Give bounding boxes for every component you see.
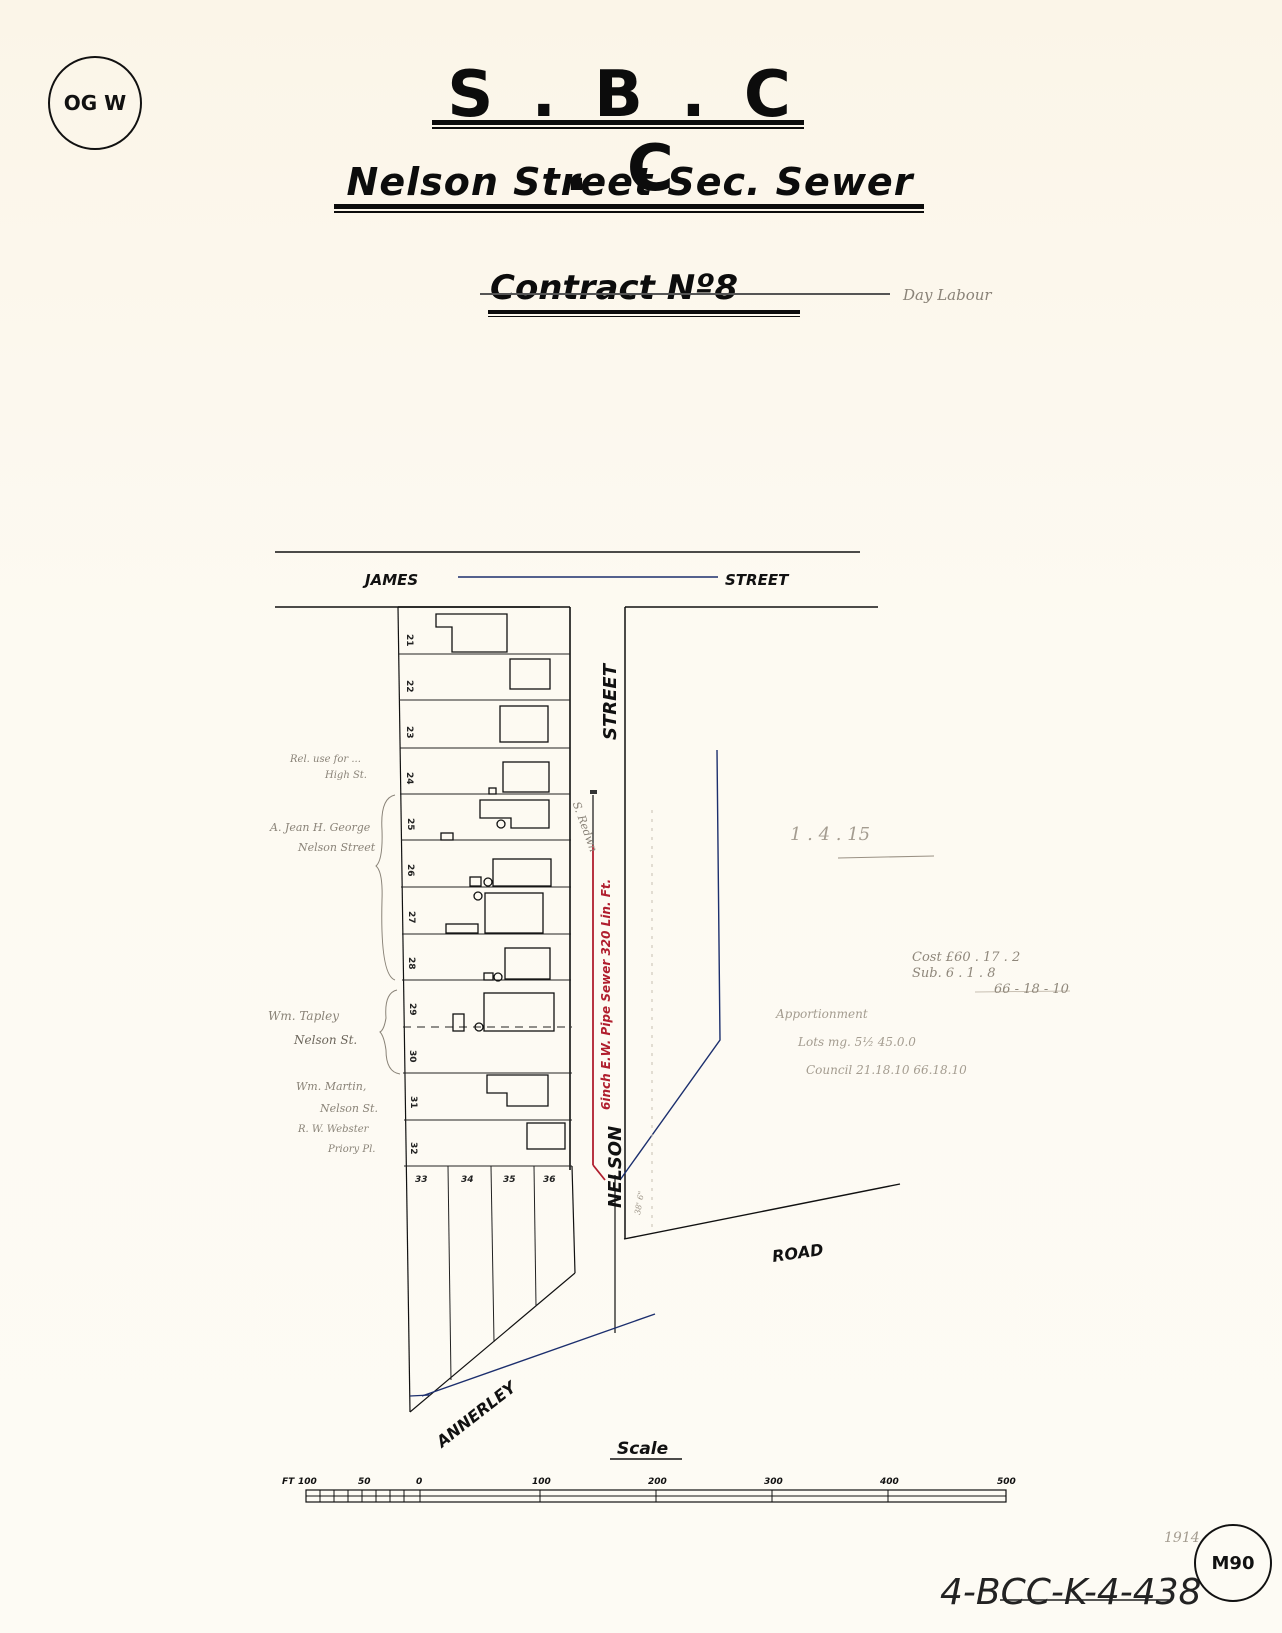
scale-tick: 300 — [764, 1477, 783, 1487]
annotation-line: Nelson St. — [294, 1033, 358, 1047]
reference-number: 4-BCC-K-4-438 — [940, 1572, 1202, 1613]
scale-tick: 400 — [879, 1477, 899, 1487]
label-james-street: STREET — [725, 571, 790, 589]
side-lot-numbers: 21 22 23 24 25 26 27 28 29 30 31 32 — [404, 634, 418, 1155]
contract-underline-thin — [488, 316, 800, 317]
annotation-cost: Cost £60 . 17 . 2 Sub. 6 . 1 . 8 66 - 18… — [912, 950, 1069, 998]
annotation-date: 1 . 4 . 15 — [790, 824, 871, 845]
document-title: S . B . C . C — [447, 58, 799, 206]
annotation-left-2: A. Jean H. George Nelson Street — [270, 818, 375, 858]
contract-strikethrough — [480, 293, 890, 295]
apportionment-line-2: Council 21.18.10 66.18.10 — [806, 1063, 967, 1077]
annotation-line: Nelson Street — [298, 841, 376, 854]
stamp-text: M90 — [1211, 1552, 1255, 1574]
annotation-line: R. W. Webster — [298, 1124, 369, 1135]
lot-number: 36 — [543, 1175, 556, 1185]
cost-line-2: Sub. 6 . 1 . 8 — [912, 966, 996, 981]
annotation-left-1: Rel. use for ... High St. — [290, 752, 367, 784]
contract-annotation: Day Labour — [903, 286, 992, 304]
title-underline-thin — [432, 127, 804, 129]
document-subtitle: Nelson Street Sec. Sewer — [346, 160, 914, 204]
lot-number: 23 — [404, 726, 414, 739]
lot-number: 26 — [405, 864, 415, 877]
reference-year-note: 1914 — [1164, 1530, 1200, 1546]
contract-underline — [488, 310, 800, 314]
lot-number: 25 — [405, 818, 415, 831]
annotation-line: Rel. use for ... — [290, 754, 361, 765]
scale-tick: 200 — [648, 1477, 667, 1487]
label-road: ROAD — [771, 1240, 825, 1266]
apportionment-line-1: Lots mg. 5½ 45.0.0 — [798, 1035, 916, 1049]
scale-tick: 0 — [416, 1477, 422, 1487]
lot-number: 32 — [408, 1142, 418, 1155]
cost-line-1: Cost £60 . 17 . 2 — [912, 950, 1021, 965]
annotation-line: Wm. Martin, — [296, 1080, 367, 1093]
scale-unit: FT — [282, 1477, 295, 1487]
lot-number: 31 — [408, 1096, 418, 1109]
dimension-note: 38' 6" — [633, 1190, 646, 1215]
scale-tick: 100 — [532, 1477, 551, 1487]
scale-tick: 100 — [298, 1477, 317, 1487]
bottom-lot-numbers: 33 34 35 36 — [415, 1175, 556, 1185]
annotation-left-4: Wm. Martin, Nelson St. — [296, 1076, 378, 1120]
annotation-line: High St. — [325, 770, 367, 781]
title-underline — [432, 120, 804, 125]
lot-number: 21 — [404, 634, 414, 647]
lot-number: 30 — [407, 1050, 417, 1063]
annotation-left-5: R. W. Webster Priory Pl. — [298, 1120, 375, 1160]
scale-tick: 500 — [997, 1477, 1016, 1487]
lot-number: 28 — [406, 957, 416, 970]
annotation-apportionment: Apportionment Lots mg. 5½ 45.0.0 Council… — [776, 1000, 967, 1084]
cost-line-3: 66 - 18 - 10 — [994, 982, 1069, 997]
scale-bar: FT 100 50 0 100 200 300 400 500 — [282, 1477, 1016, 1503]
label-nelson: NELSON — [605, 1126, 626, 1208]
stamp-text: OG W — [63, 91, 127, 115]
subtitle-underline — [334, 204, 924, 209]
subtitle-underline-thin — [334, 211, 924, 213]
annotation-line: Wm. Tapley — [268, 1009, 339, 1023]
lot-number: 29 — [407, 1003, 417, 1016]
lot-number: 33 — [415, 1175, 428, 1185]
sewer-label: 6inch E.W. Pipe Sewer 320 Lin. Ft. — [599, 879, 613, 1110]
stamp-top-left: OG W — [48, 56, 142, 150]
lot-number: 35 — [503, 1175, 516, 1185]
annotation-line: A. Jean H. George — [270, 821, 371, 834]
annotation-line: Nelson St. — [320, 1102, 378, 1115]
annotation-left-3: Wm. Tapley Nelson St. — [268, 1004, 357, 1052]
scale-tick: 50 — [358, 1477, 371, 1487]
contract-number: Contract Nº8 — [490, 268, 739, 308]
annotation-line: Priory Pl. — [328, 1144, 376, 1155]
scale-title: Scale — [617, 1439, 668, 1459]
lot-number: 34 — [461, 1175, 474, 1185]
lot-number: 27 — [406, 911, 416, 924]
stamp-bottom-right: M90 — [1194, 1524, 1272, 1602]
lot-number: 24 — [404, 772, 414, 785]
label-james: JAMES — [362, 571, 418, 589]
apportionment-heading: Apportionment — [776, 1007, 868, 1021]
label-nelson-street: STREET — [600, 662, 621, 740]
lot-number: 22 — [404, 680, 414, 693]
